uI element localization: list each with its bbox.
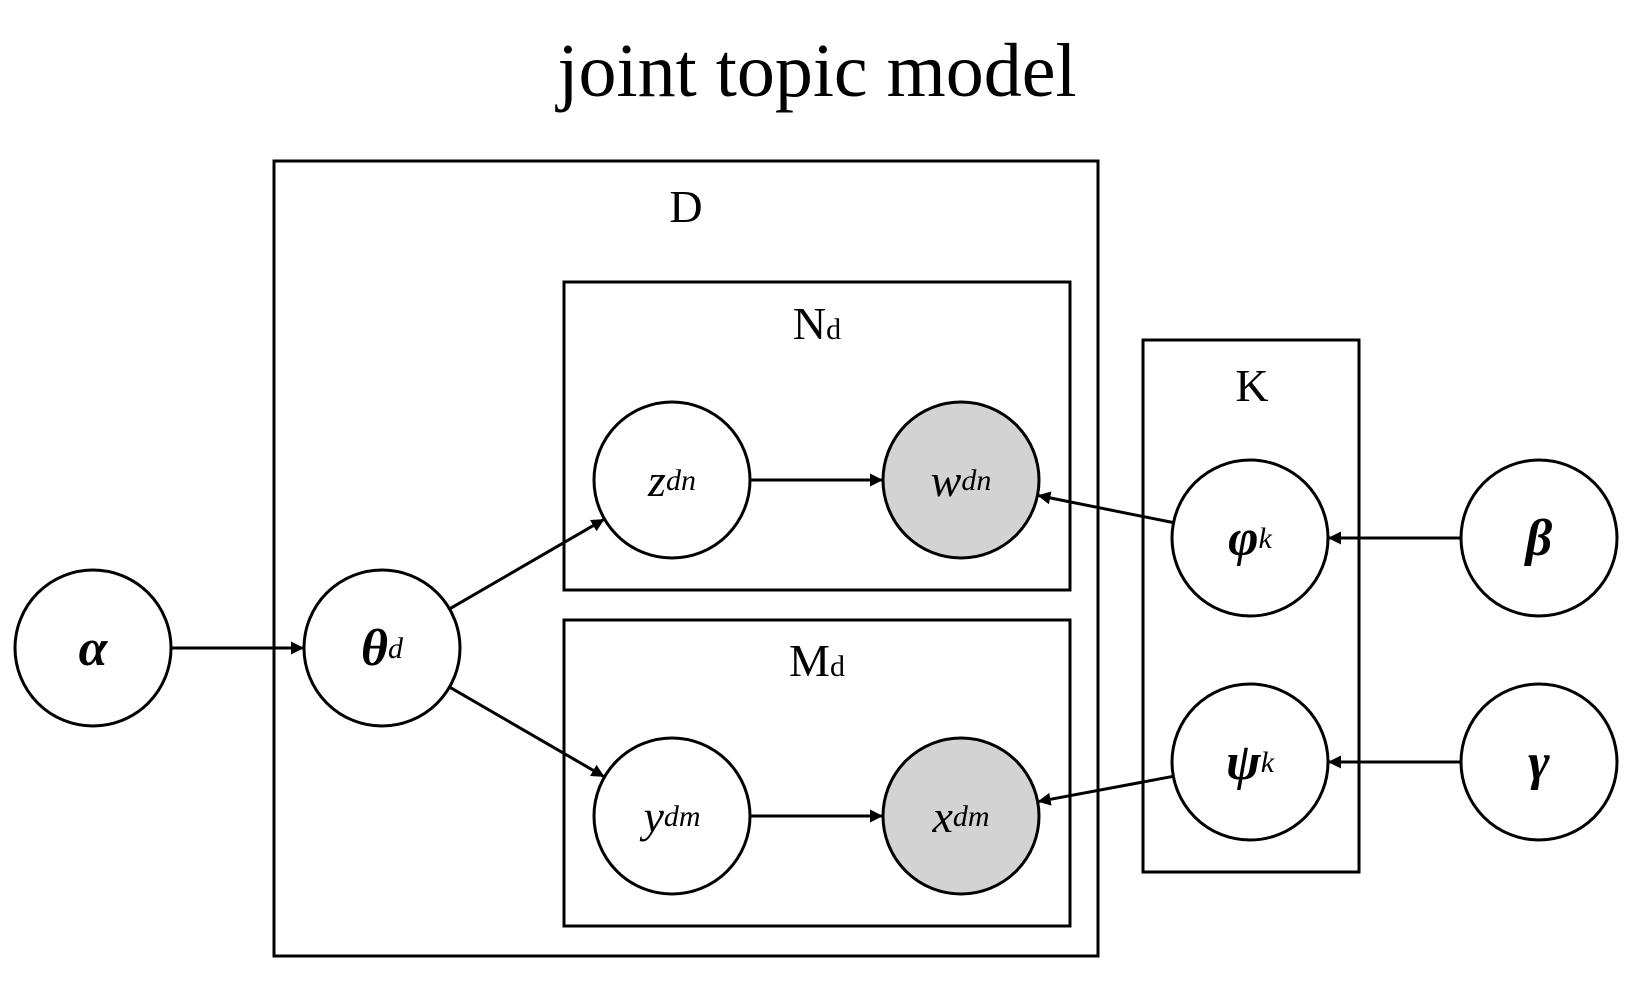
node-y-label: ydm: [639, 791, 700, 842]
diagram-title: joint topic model: [554, 29, 1076, 113]
edges: [171, 473, 1461, 823]
plate-Md-label-sub: d: [830, 650, 845, 683]
plate-K-label: K: [1235, 360, 1268, 411]
node-beta-symbol: β: [1524, 510, 1553, 567]
node-x: xdm: [881, 736, 1041, 896]
node-w: wdn: [881, 400, 1041, 560]
node-psi-sub: k: [1261, 746, 1275, 779]
node-z: zdn: [592, 400, 752, 560]
node-theta-label: θd: [361, 620, 404, 677]
node-w-sub: dn: [961, 464, 991, 497]
node-alpha-label: α: [79, 620, 109, 677]
plate-Nd-label-main: N: [793, 298, 826, 349]
node-y-sub: dm: [664, 800, 701, 833]
node-x-sub: dm: [953, 800, 990, 833]
node-psi-symbol: ψ: [1226, 734, 1262, 791]
node-z-label: zdn: [647, 455, 696, 506]
edge-theta-to-y: [448, 685, 606, 779]
node-x-label: xdm: [931, 791, 989, 842]
node-theta-symbol: θ: [361, 620, 388, 677]
node-w-label: wdn: [931, 455, 992, 506]
node-w-symbol: w: [931, 455, 962, 506]
node-z-sub: dn: [666, 464, 696, 497]
plate-D-label: D: [669, 181, 702, 232]
node-alpha: α: [13, 568, 173, 728]
node-y: ydm: [592, 736, 752, 896]
edge-psi-to-x: [1037, 774, 1174, 806]
plate-Md-label-main: M: [789, 635, 830, 686]
node-phi-sub: k: [1259, 522, 1273, 555]
plate-K: K: [1141, 338, 1361, 874]
node-beta: β: [1459, 458, 1619, 618]
node-gamma: γ: [1459, 682, 1619, 842]
node-phi: φk: [1170, 458, 1330, 618]
plate-K-label-main: K: [1235, 360, 1268, 411]
node-phi-symbol: φ: [1228, 510, 1258, 567]
node-theta-sub: d: [388, 632, 404, 665]
node-alpha-symbol: α: [79, 620, 109, 677]
plate-Nd-label: Nd: [793, 298, 841, 349]
node-z-symbol: z: [647, 455, 666, 506]
plate-Nd-label-sub: d: [826, 313, 841, 346]
plate-Md: Md: [562, 618, 1072, 928]
plate-D: D: [272, 159, 1100, 958]
plate-Md-label: Md: [789, 635, 845, 686]
node-psi-label: ψk: [1226, 734, 1275, 791]
edge-theta-to-z: [448, 517, 606, 611]
node-x-symbol: x: [931, 791, 953, 842]
node-beta-label: β: [1524, 510, 1553, 567]
node-gamma-symbol: γ: [1528, 734, 1550, 791]
node-y-symbol: y: [639, 791, 664, 842]
node-psi: ψk: [1170, 682, 1330, 842]
node-gamma-label: γ: [1528, 734, 1550, 791]
plate-D-label-main: D: [669, 181, 702, 232]
plate-Nd: Nd: [562, 280, 1072, 592]
edge-phi-to-w: [1037, 491, 1174, 525]
node-phi-label: φk: [1228, 510, 1272, 567]
node-theta: θd: [302, 568, 462, 728]
